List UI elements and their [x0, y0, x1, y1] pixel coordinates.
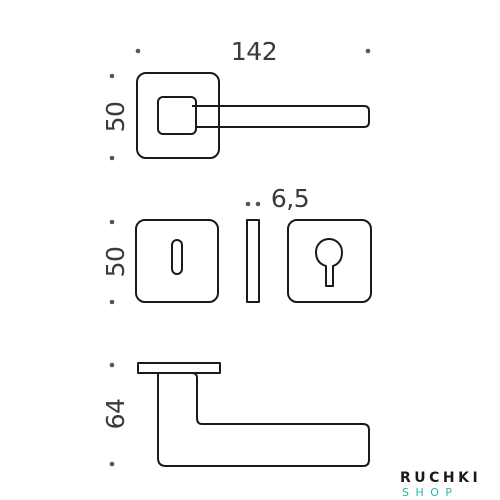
dimension-marker [245, 201, 251, 207]
dimension-marker [109, 461, 115, 467]
cylinder-escutcheon [287, 219, 372, 303]
escutcheon-profile [246, 219, 260, 303]
rose-plate-side [137, 362, 221, 374]
dimension-marker [365, 48, 371, 54]
brand-logo-line1: RUCHKI [400, 470, 481, 486]
square-rose [136, 72, 220, 159]
handle-front-view: 142 50 [101, 37, 371, 161]
keyhole-slot [171, 239, 183, 275]
dimension-marker [109, 155, 115, 161]
dimension-side-height-label: 64 [101, 399, 130, 430]
handle-neck [157, 96, 197, 135]
cylinder-hole [315, 238, 343, 287]
handle-side-profile [157, 372, 370, 467]
dimension-width-label: 142 [231, 37, 277, 66]
brand-logo-line2: SHOP [402, 486, 459, 499]
dimension-escutcheon-height-label: 50 [101, 247, 130, 278]
dimension-marker [135, 48, 141, 54]
key-escutcheon [135, 219, 219, 303]
dimension-marker [109, 73, 115, 79]
dimension-marker [109, 362, 115, 368]
handle-lever [192, 105, 370, 128]
dimension-marker [109, 219, 115, 225]
dimension-marker [255, 201, 261, 207]
dimension-rose-height-label: 50 [101, 102, 130, 133]
brand-logo: RUCHKI SHOP [400, 470, 481, 499]
handle-side-view: 64 [101, 362, 370, 467]
dimension-thickness-label: 6,5 [271, 184, 309, 213]
dimension-marker [109, 299, 115, 305]
escutcheons-view: 6,5 50 [101, 184, 372, 305]
